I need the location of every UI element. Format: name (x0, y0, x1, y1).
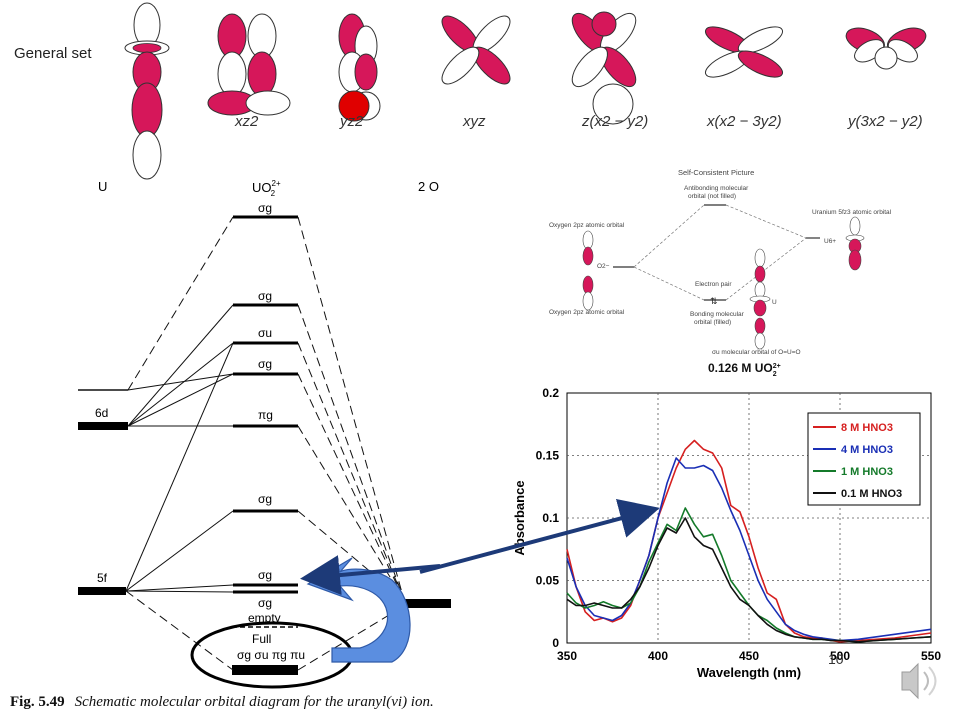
legend-label: 0.1 M HNO3 (841, 488, 902, 500)
u-level-5f (78, 587, 126, 595)
chart-xtick-label: 550 (921, 649, 941, 663)
mo-label-4: πg (258, 408, 273, 422)
uranium-5f-orbital-icon (845, 216, 865, 271)
scp-correlation-lines (633, 204, 807, 301)
chart-xtick-label: 400 (648, 649, 668, 663)
mo-level-full (232, 665, 298, 675)
connector-arrow-left (300, 555, 441, 596)
chart-xlabel: Wavelength (nm) (697, 665, 801, 680)
chart-xtick-label: 350 (557, 649, 577, 663)
o-level (404, 599, 451, 608)
u-level-6d (78, 422, 128, 430)
u-level-6d-label: 6d (95, 406, 108, 420)
sigma-u-molecular-orbital-icon (749, 248, 771, 350)
mo-label-7: σg (258, 596, 272, 610)
chart-xtick-label: 500 (830, 649, 850, 663)
mo-label-2: σu (258, 326, 272, 340)
mo-left-label: U (98, 179, 107, 194)
mo-label-1: σg (258, 289, 272, 303)
orbital-label-xx23y2: x(x2 − 3y2) (706, 113, 782, 130)
mo-empty-label: empty (248, 611, 281, 625)
orbital-row: General set xz2 yz (14, 2, 927, 180)
fy3x2y2-orbital-icon (845, 27, 927, 70)
scp-oxygen-top-label: Oxygen 2pz atomic orbital (549, 222, 625, 229)
chart-ytick-label: 0.2 (542, 386, 559, 400)
absorbance-chart: 350 400 450 500 550 0 0.05 0.1 0.15 0.2 Wavelengt… (512, 386, 941, 680)
mo-right-label: 2 O (418, 179, 439, 194)
fxx23y2-orbital-icon (704, 26, 784, 78)
fyz2-orbital-icon (338, 13, 381, 122)
chart-ytick-label: 0.15 (536, 449, 560, 463)
scp-u-center: U (772, 299, 777, 306)
u-level-5f-label: 5f (97, 571, 108, 585)
fxz2-orbital-icon (207, 13, 291, 116)
mo-full-label: Full (252, 632, 271, 646)
chart-series-line-1 (566, 457, 932, 642)
chart-ylabel: Absorbance (512, 480, 527, 555)
orbital-label-yz2: yz2 (339, 113, 364, 130)
self-consistent-picture: Self-Consistent Picture Antibonding mole… (549, 168, 892, 378)
connector-arrow (419, 498, 660, 574)
orbital-label-y3x2y2: y(3x2 − y2) (847, 113, 923, 130)
legend-label: 8 M HNO3 (841, 422, 893, 434)
scp-antibonding-line1: Antibonding molecular (684, 185, 749, 192)
fxyz-orbital-icon (441, 15, 511, 85)
legend-label: 1 M HNO3 (841, 466, 893, 478)
mo-diagram: U UO2+2 2 O 6d 5f σg σg σu σg πg (78, 179, 451, 689)
mo-label-6: σg (258, 568, 272, 582)
scp-antibonding-line2: orbital (not filled) (688, 193, 736, 200)
scp-u-ion: U6+ (824, 238, 836, 245)
scp-electron-pair-label: Electron pair (695, 281, 732, 288)
chart-legend: 8 M HNO3 4 M HNO3 1 M HNO3 0.1 M HNO3 (807, 412, 921, 506)
page-number: 10 (828, 651, 844, 667)
scp-uranium-label: Uranium 5fz3 atomic orbital (812, 209, 892, 216)
mo-level-labels: σg σg σu σg πg σg σg σg empty Full σg σu… (237, 201, 305, 662)
chart-ytick-label: 0.1 (542, 511, 559, 525)
legend-box (807, 412, 921, 506)
fz3-orbital-icon (124, 2, 170, 180)
general-set-heading: General set (14, 45, 92, 62)
mo-label-5: σg (258, 492, 272, 506)
scp-o-ion: O2− (597, 263, 610, 270)
mo-bonding-set-label: σg σu πg πu (237, 648, 305, 662)
orbital-label-zx2y2: z(x2 − y2) (581, 113, 648, 130)
chart-ytick-label: 0.05 (536, 574, 560, 588)
electron-pair-arrows-icon: ⇅ (710, 296, 718, 306)
chart-series-line-3 (566, 517, 932, 643)
scp-bonding-line2: orbital (filled) (694, 319, 731, 326)
chart-lines (566, 439, 932, 643)
scp-sigma-caption: σu molecular orbital of O=U=O (712, 349, 801, 356)
chart-ytick-label: 0 (552, 636, 559, 650)
mo-center-label: UO2+2 (252, 179, 281, 198)
mo-label-0: σg (258, 201, 272, 215)
mo-correlation-solid (125, 304, 234, 593)
orbital-label-xz2: xz2 (234, 113, 259, 130)
oxygen-2pz-orbital-icon (582, 230, 594, 311)
chart-xtick-label: 450 (739, 649, 759, 663)
orbital-label-xyz: xyz (462, 113, 486, 130)
chart-ticks: 350 400 450 500 550 0 0.05 0.1 0.15 0.2 (536, 386, 942, 663)
scp-title: Self-Consistent Picture (678, 168, 754, 177)
scp-oxygen-bottom-label: Oxygen 2pz atomic orbital (549, 309, 625, 316)
legend-label: 4 M HNO3 (841, 444, 893, 456)
mo-label-3: σg (258, 357, 272, 371)
mo-levels (233, 215, 298, 594)
scp-bonding-line1: Bonding molecular (690, 311, 745, 318)
speaker-icon[interactable] (901, 662, 937, 700)
fzx2y2-orbital-icon (571, 11, 637, 125)
concentration-label: 0.126 M UO2+2 (708, 361, 781, 378)
